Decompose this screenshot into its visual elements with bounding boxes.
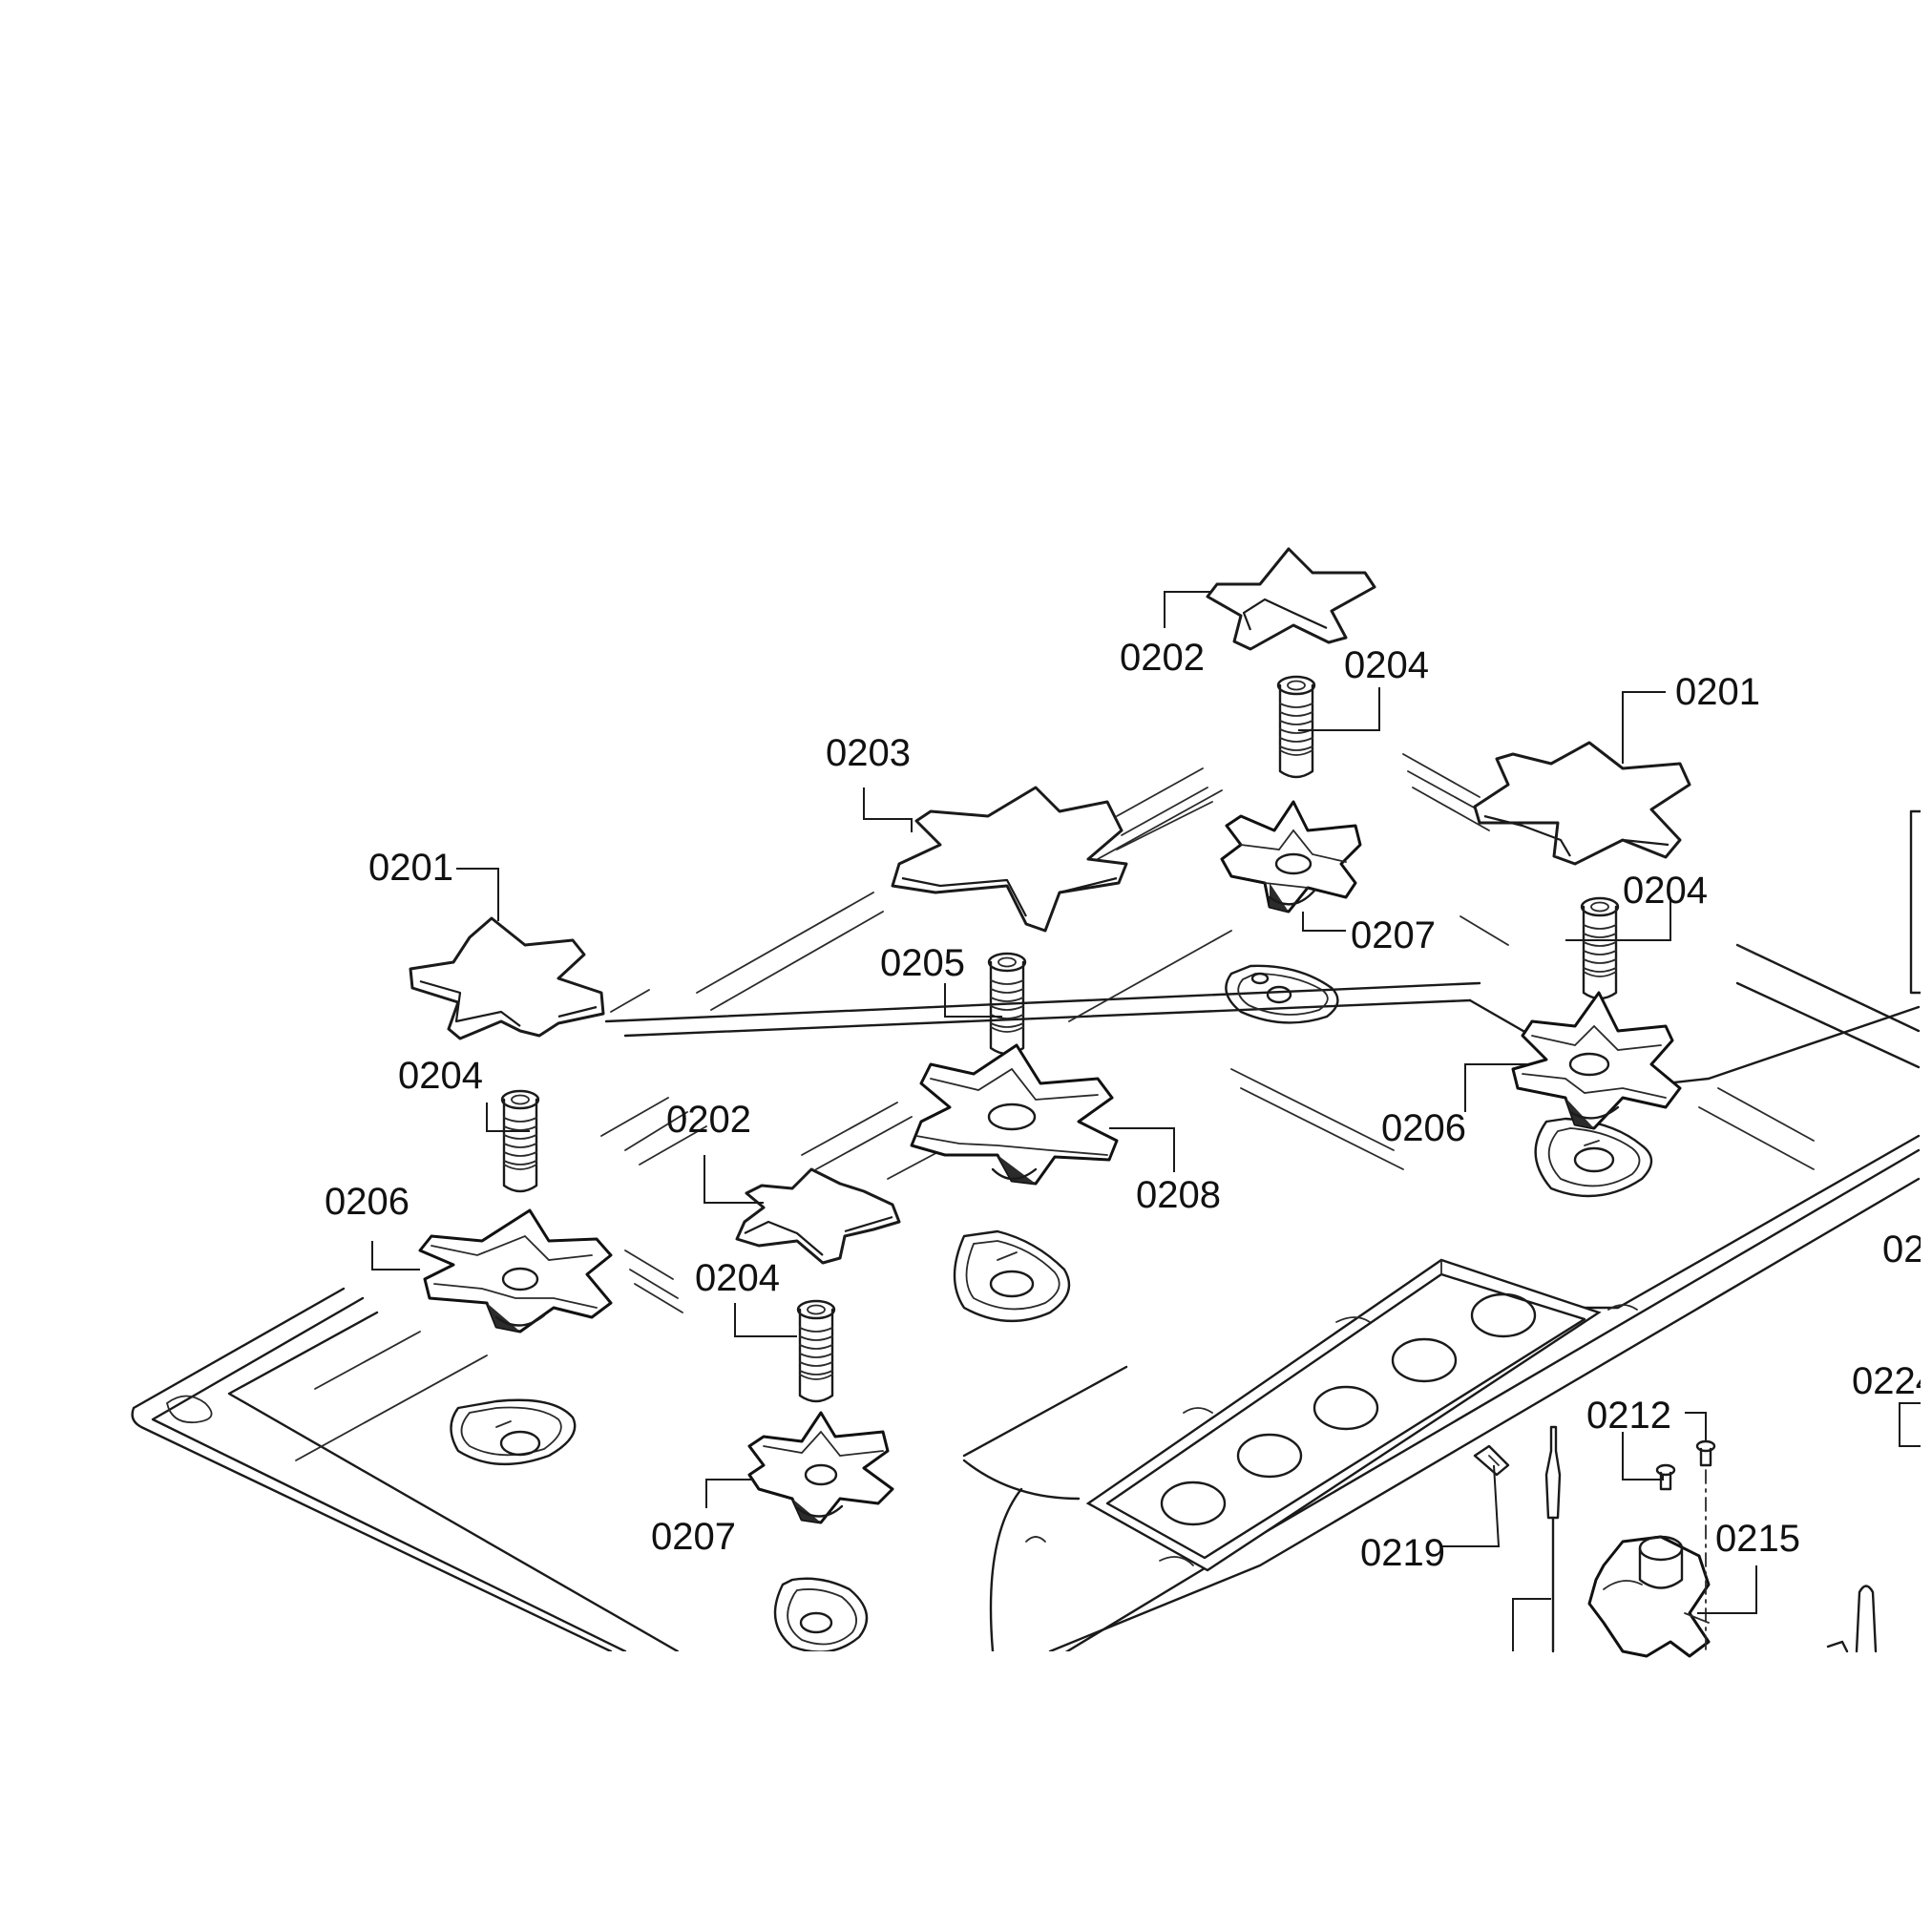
burner-seat-front <box>773 1577 869 1651</box>
label-0204-left: 0204 <box>398 1055 483 1097</box>
label-0206-left: 0206 <box>325 1181 410 1223</box>
burner-seat-center <box>953 1229 1071 1322</box>
label-0206-right: 0206 <box>1381 1107 1466 1149</box>
label-0208: 0208 <box>1136 1174 1221 1216</box>
label-0203: 0203 <box>826 732 911 774</box>
burner-seat-rear-center <box>1225 964 1339 1024</box>
spacer-0204-top <box>1276 675 1316 779</box>
spacer-0204-left <box>500 1089 540 1193</box>
burner-cap-0202-front <box>735 1167 901 1265</box>
part-labels: 0202 0204 0201 0203 0207 0201 0204 0205 … <box>325 637 1932 1574</box>
gas-valve-assembly <box>1587 1535 1711 1658</box>
spacer-0204-front <box>796 1299 836 1403</box>
label-0201-right: 0201 <box>1675 671 1760 713</box>
screw-0212-b <box>1695 1439 1716 1467</box>
label-02-partial: 02 <box>1882 1228 1925 1270</box>
label-0201-left: 0201 <box>368 847 453 889</box>
burner-seat-rear-left <box>450 1398 577 1466</box>
burner-body-0207-top <box>1220 800 1362 914</box>
control-panel-strip <box>1025 1258 1638 1572</box>
burner-seat-right <box>1534 1117 1653 1198</box>
label-0207-top: 0207 <box>1351 914 1436 956</box>
label-0202-front: 0202 <box>666 1099 751 1141</box>
label-0212: 0212 <box>1586 1395 1671 1437</box>
clip-0219 <box>1473 1444 1510 1477</box>
thermocouple-right <box>1826 1585 1878 1653</box>
label-0219: 0219 <box>1360 1532 1445 1574</box>
label-0205: 0205 <box>880 942 965 984</box>
label-0224: 0224 <box>1852 1360 1932 1402</box>
burner-body-0206-left <box>418 1208 613 1334</box>
burner-cap-0201-left <box>409 916 605 1040</box>
burner-cap-0202-top <box>1206 547 1376 651</box>
ignition-electrode <box>1544 1425 1562 1653</box>
burner-body-0206-right <box>1511 991 1682 1130</box>
label-0204-right: 0204 <box>1623 870 1708 912</box>
leader-lines <box>371 591 1921 1651</box>
label-0202-top: 0202 <box>1120 637 1205 679</box>
label-0204-front: 0204 <box>695 1257 780 1299</box>
spacers <box>500 675 1620 1403</box>
label-0207-front: 0207 <box>651 1516 736 1558</box>
burner-body-0207-front <box>747 1411 894 1524</box>
burner-cap-0203-large <box>891 786 1128 933</box>
burner-cap-0201-right <box>1473 741 1691 866</box>
label-0204-top: 0204 <box>1344 644 1429 686</box>
screw-0212-a <box>1655 1463 1676 1491</box>
label-0215: 0215 <box>1715 1518 1800 1560</box>
burner-body-0208-center <box>910 1043 1119 1186</box>
spacer-0204-right <box>1580 896 1620 1000</box>
